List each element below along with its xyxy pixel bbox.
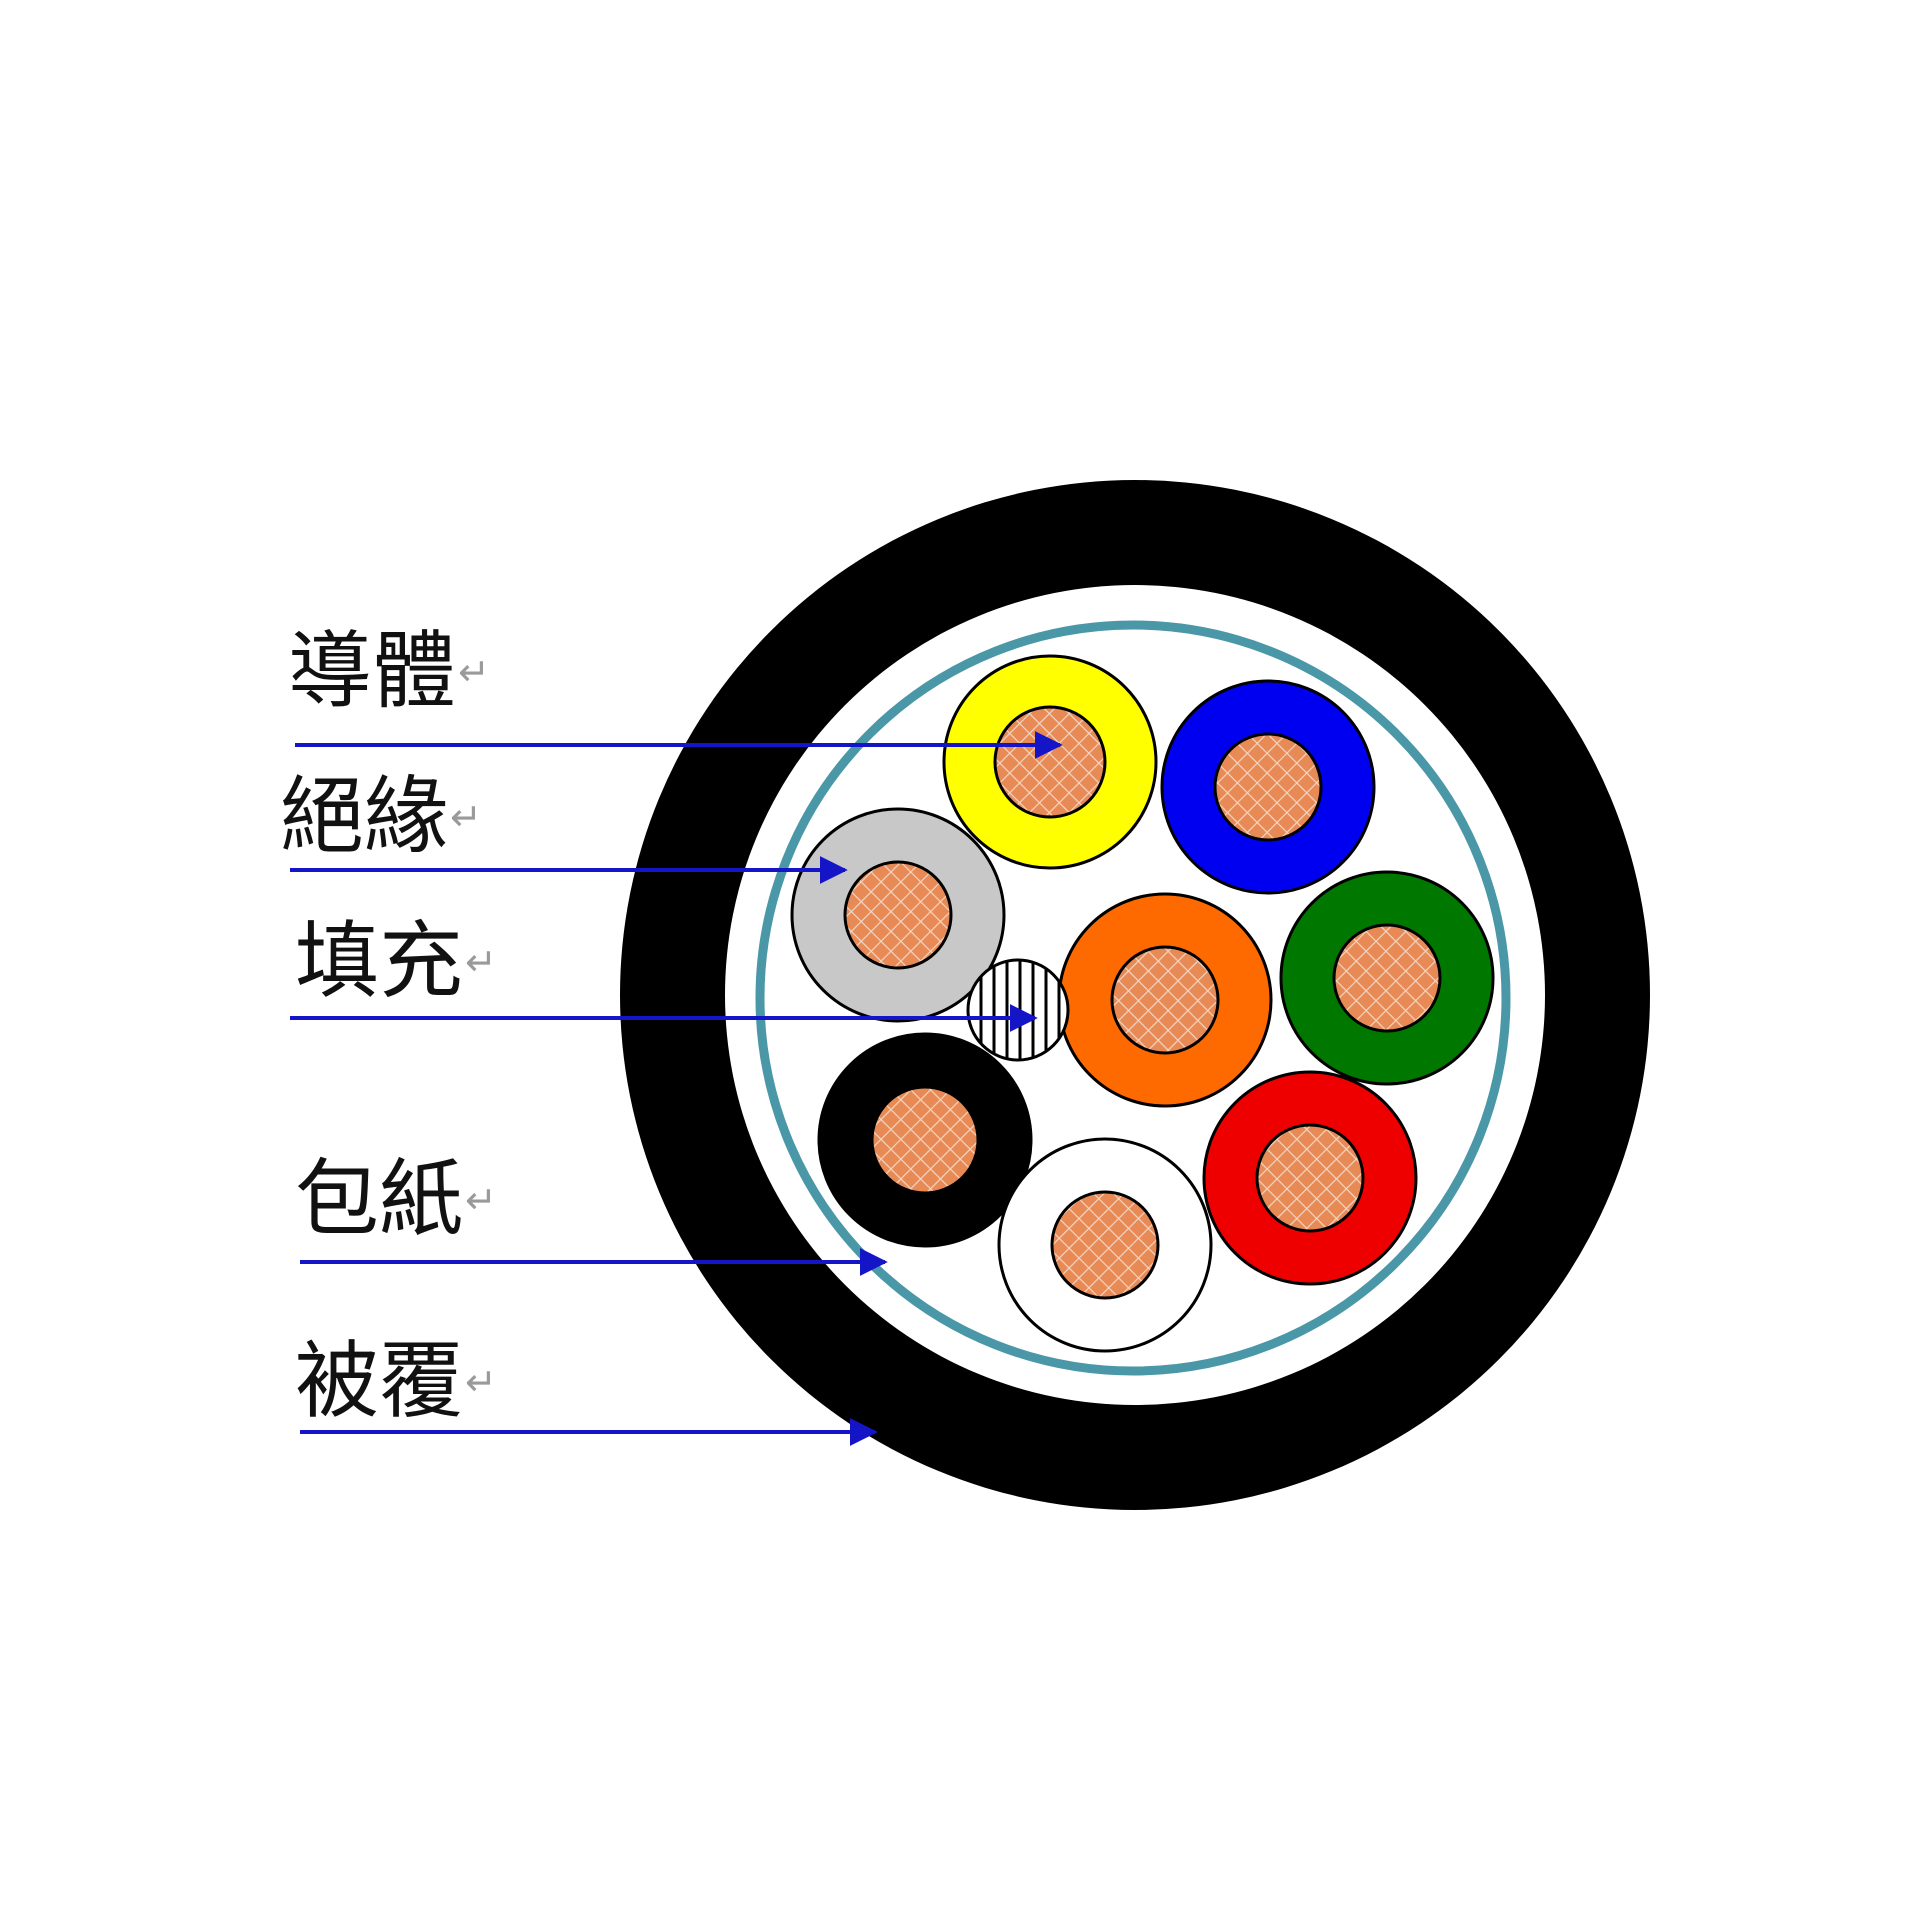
return-mark-sheath: ↵ [465, 1360, 497, 1404]
filler [966, 958, 1070, 1062]
core-green [1279, 870, 1495, 1086]
conductor-gray [843, 860, 953, 970]
return-mark-conductor: ↵ [458, 650, 490, 694]
label-wrapping-paper: 包紙 [295, 1150, 463, 1248]
label-filler: 填充 [295, 912, 463, 1010]
conductor-red [1255, 1123, 1365, 1233]
core-blue [1160, 679, 1376, 895]
core-black [817, 1032, 1033, 1248]
label-insulation: 絕緣 [280, 767, 448, 865]
core-yellow [942, 654, 1158, 870]
core-white [997, 1137, 1213, 1353]
conductor-yellow [993, 705, 1107, 819]
conductor-orange [1110, 945, 1220, 1055]
label-sheath: 被覆 [295, 1332, 463, 1430]
conductor-white [1050, 1190, 1160, 1300]
conductor-blue [1213, 732, 1323, 842]
return-mark-filler: ↵ [465, 940, 497, 984]
label-conductor: 導體 [288, 622, 456, 720]
conductor-black [870, 1085, 980, 1195]
conductor-green [1332, 923, 1442, 1033]
return-mark-wrapping-paper: ↵ [465, 1178, 497, 1222]
return-mark-insulation: ↵ [450, 795, 482, 839]
core-orange [1057, 892, 1273, 1108]
core-red [1202, 1070, 1418, 1286]
